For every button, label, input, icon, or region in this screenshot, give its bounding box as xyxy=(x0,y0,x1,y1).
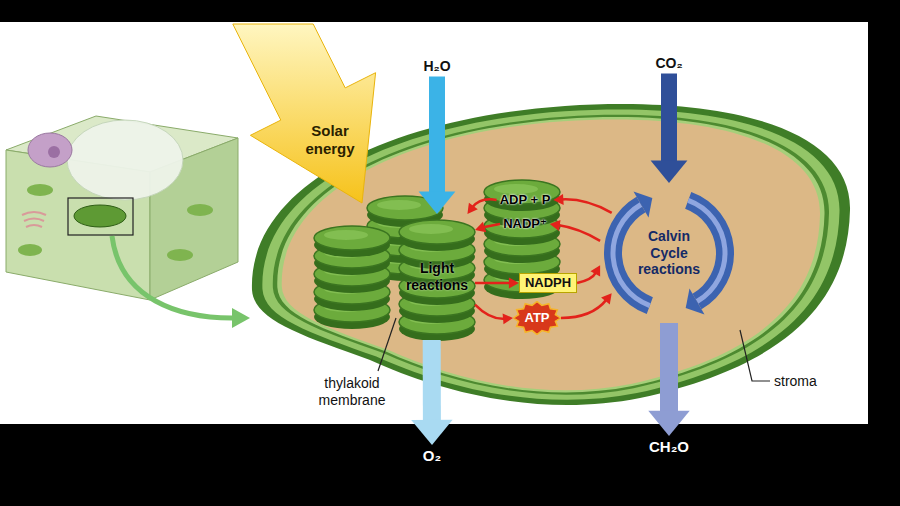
node-text: CH₂O xyxy=(649,438,689,456)
arrow-line xyxy=(558,225,600,241)
label-box: stroma xyxy=(774,373,817,390)
cycle-arc xyxy=(688,200,725,301)
thylakoid-disc xyxy=(484,180,560,211)
white-panel xyxy=(0,22,868,424)
highlight-box xyxy=(68,198,133,235)
arrow-line xyxy=(577,272,596,283)
cycle-arrow-head xyxy=(634,192,653,218)
cycle-arc-shine xyxy=(613,205,650,306)
label-box: thylakoid membrane xyxy=(312,375,392,409)
arrow-line xyxy=(561,299,607,318)
thylakoid-disc xyxy=(399,220,475,251)
arrow-head xyxy=(601,293,612,304)
arrow-head xyxy=(509,278,519,289)
flow-arrow xyxy=(467,199,496,214)
leader-line xyxy=(740,330,770,381)
flow-arrow xyxy=(475,222,500,233)
product-label: CH₂O xyxy=(646,436,692,458)
flow-arrow xyxy=(419,76,456,214)
golgi xyxy=(22,212,46,227)
arrow-head xyxy=(467,203,477,214)
small-chloroplast xyxy=(27,184,53,196)
node-text: ATP xyxy=(524,310,549,326)
arrow-line xyxy=(423,340,441,425)
flow-arrow xyxy=(648,323,689,436)
arrow-head xyxy=(503,313,513,324)
arrow-head xyxy=(419,192,456,214)
vacuole xyxy=(67,120,183,200)
arrow-line xyxy=(561,199,611,212)
solar-arrow-shape xyxy=(228,22,380,208)
flow-arrow xyxy=(561,293,612,318)
leader-line xyxy=(378,318,396,371)
nucleus xyxy=(28,133,72,167)
arrow-line xyxy=(483,224,501,228)
cycle-arrow-head xyxy=(686,289,705,315)
energy-starburst: ATP xyxy=(513,301,561,335)
node-text: Light reactions xyxy=(399,260,475,294)
product-label: O₂ xyxy=(420,445,444,467)
flow-arrow xyxy=(475,305,513,325)
arrow-head xyxy=(550,220,561,231)
molecule-label: H₂O xyxy=(420,56,453,77)
arrow-head xyxy=(651,161,688,183)
nucleolus xyxy=(48,146,60,158)
arrow-head xyxy=(411,420,452,445)
starburst-shape xyxy=(514,302,561,335)
flow-arrow xyxy=(553,194,611,213)
arrow-line xyxy=(475,282,511,285)
arrow-line xyxy=(660,323,678,416)
node-text: Solar energy xyxy=(299,122,361,158)
flow-arrow xyxy=(475,278,519,289)
arrow-line xyxy=(472,199,496,207)
arrow-line xyxy=(429,76,445,196)
solar-arrow-body xyxy=(233,24,376,203)
solar-energy-arrow: Solar energy xyxy=(228,22,380,208)
flow-arrow xyxy=(550,220,600,241)
outer-membrane xyxy=(252,104,850,405)
small-chloroplast xyxy=(187,204,213,216)
arrow-line xyxy=(661,73,677,165)
zoom-arrow-head xyxy=(232,308,250,328)
flow-arrow xyxy=(577,265,600,283)
highlighted-chloroplast xyxy=(74,205,126,227)
arrow-head xyxy=(553,194,563,205)
arrow-head xyxy=(591,265,601,276)
arrow-head xyxy=(475,222,486,233)
small-chloroplast xyxy=(167,249,193,261)
text-holder: Solar energy xyxy=(299,122,361,158)
part-label: stroma xyxy=(774,373,817,390)
zoom-arrow xyxy=(112,236,232,318)
node-text: NADP⁺ xyxy=(503,216,547,232)
flow-arrow xyxy=(411,340,452,445)
small-chloroplast xyxy=(18,244,42,256)
cycle-node: Calvin Cycle reactions xyxy=(599,183,739,323)
membrane-band xyxy=(262,109,839,399)
reaction-site: Light reactions xyxy=(399,214,475,340)
node-text: O₂ xyxy=(423,447,441,465)
node-text: CO₂ xyxy=(655,55,682,72)
cycle-arc xyxy=(613,205,650,306)
arrow-line xyxy=(475,305,505,319)
molecule-label: CO₂ xyxy=(652,53,685,74)
molecule-label: ADP + P xyxy=(497,191,554,209)
thylakoid-disc xyxy=(314,226,390,257)
molecule-box: NADPH xyxy=(519,273,577,293)
node-text: H₂O xyxy=(423,58,450,75)
node-text: Calvin Cycle reactions xyxy=(631,228,707,278)
part-label: thylakoid membrane xyxy=(312,375,392,409)
cycle-arc-shine xyxy=(688,200,725,301)
node-text: ADP + P xyxy=(500,192,551,208)
flow-arrow xyxy=(651,73,688,183)
arrow-head xyxy=(648,411,689,436)
molecule-label: NADP⁺ xyxy=(500,215,550,233)
node-text: NADPH xyxy=(525,275,571,291)
